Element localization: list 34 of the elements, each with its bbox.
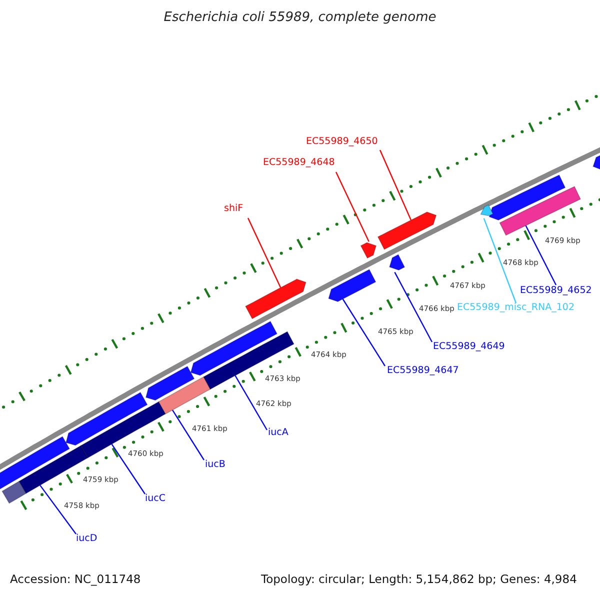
chart-title: Escherichia coli 55989, complete genome [162, 11, 438, 24]
leader-line [234, 375, 268, 430]
gene-label: EC55989_misc_RNA_102 [457, 303, 575, 312]
gene-label: iucC [145, 494, 166, 504]
footer-text: Topology: circular; Length: 5,154,862 bp; Genes: 4,984 [261, 574, 577, 586]
gene-feature [377, 212, 437, 250]
leader-line [335, 172, 370, 242]
gene-label: iucD [76, 534, 98, 544]
gene-feature [360, 242, 377, 259]
gene-label: EC55989_4650 [306, 137, 378, 146]
leader-line [379, 150, 412, 220]
gene-label: iucB [205, 460, 226, 470]
leader-line [172, 410, 204, 460]
gene-label: shiF [224, 204, 244, 214]
gene-label: EC55989_4647 [387, 366, 459, 376]
gene-feature [328, 268, 376, 302]
leader-line [247, 218, 282, 288]
leader-line [394, 272, 433, 342]
gene-feature [158, 376, 211, 414]
leader-line [40, 484, 76, 534]
gene-label: EC55989_4648 [263, 158, 335, 168]
leader-line [525, 225, 557, 286]
gene-feature [389, 254, 406, 271]
gene-label: EC55989_4652 [520, 286, 592, 296]
gene-label: EC55989_4649 [433, 342, 505, 352]
gene-feature [499, 186, 582, 236]
gene-feature [244, 278, 306, 320]
leader-line [342, 298, 386, 366]
gene-label: iucA [268, 428, 288, 438]
leader-line [111, 444, 146, 494]
footer-text: Accession: NC_011748 [10, 574, 141, 586]
gene-feature [80, 401, 166, 458]
gene-feature [480, 204, 494, 216]
leader-line [483, 218, 517, 304]
